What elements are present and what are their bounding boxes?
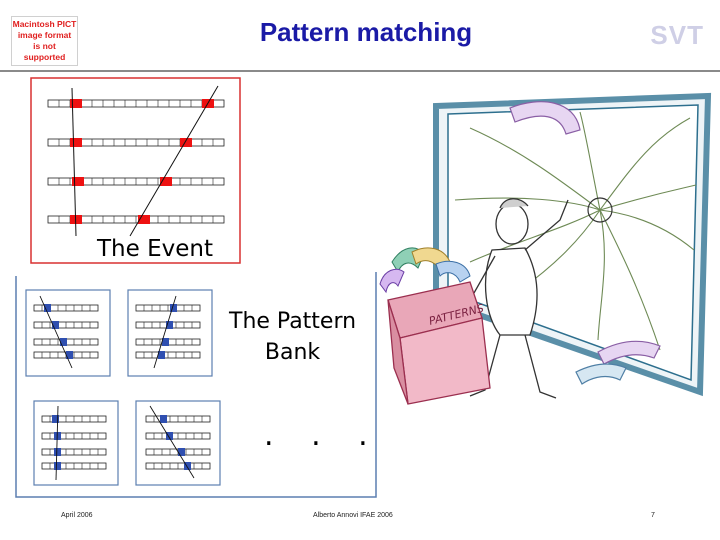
pattern-card-frame bbox=[135, 400, 221, 486]
curved-template-floor-2 bbox=[575, 363, 627, 385]
svt-logo: SVT bbox=[650, 20, 704, 50]
event-label: The Event bbox=[97, 236, 213, 262]
event-hit-3-1 bbox=[72, 177, 84, 186]
cartoon-figure bbox=[469, 198, 569, 399]
pattern-card-track bbox=[39, 295, 73, 369]
screen-vertex-circle bbox=[587, 197, 613, 223]
footer-page-number: 7 bbox=[651, 512, 655, 519]
event-track-2 bbox=[129, 85, 219, 237]
pattern-bank-ellipsis: . . . bbox=[264, 418, 382, 453]
event-hit-2-1 bbox=[70, 138, 82, 147]
footer-date: April 2006 bbox=[61, 512, 93, 519]
pattern-card-hit-2 bbox=[166, 321, 173, 329]
pattern-bank-label-line-2: Bank bbox=[264, 340, 321, 365]
pattern-card-3 bbox=[33, 400, 119, 486]
pattern-card-hit-1 bbox=[44, 304, 51, 312]
pattern-card-hit-3 bbox=[178, 448, 185, 456]
pattern-card-hit-1 bbox=[170, 304, 177, 312]
unsupported-image-placeholder: Macintosh PICT image format is not suppo… bbox=[11, 16, 78, 66]
pattern-card-hit-1 bbox=[160, 415, 167, 423]
pattern-card-track bbox=[153, 295, 177, 369]
placeholder-line-3: is not supported bbox=[23, 41, 66, 62]
event-track-1 bbox=[71, 87, 77, 237]
event-hit-1-1 bbox=[70, 99, 82, 108]
pattern-bank-frame bbox=[15, 272, 377, 498]
cartoon-illustration: PATTERNS bbox=[379, 92, 712, 405]
patterns-box: PATTERNS bbox=[379, 247, 491, 405]
pattern-card-frame bbox=[33, 400, 119, 486]
curved-template-top bbox=[509, 101, 581, 135]
pattern-bank-label-line-1: The Pattern bbox=[229, 309, 357, 334]
pattern-card-track bbox=[149, 405, 195, 479]
pattern-card-hit-3 bbox=[162, 338, 169, 346]
pattern-card-2 bbox=[127, 289, 213, 377]
pattern-card-frame bbox=[127, 289, 213, 377]
pattern-bank-patterns bbox=[25, 289, 221, 486]
pattern-card-hit-4 bbox=[158, 351, 165, 359]
pattern-bank-label: The Pattern Bank bbox=[229, 306, 356, 368]
pattern-card-frame bbox=[25, 289, 111, 377]
pattern-card-hit-1 bbox=[52, 415, 59, 423]
event-hit-2-2 bbox=[180, 138, 192, 147]
event-hit-3-2 bbox=[160, 177, 172, 186]
event-hit-4-2 bbox=[138, 215, 150, 224]
pattern-card-track bbox=[55, 405, 59, 481]
slide-title: Pattern matching bbox=[259, 17, 473, 47]
curved-template-floor-1 bbox=[597, 340, 661, 365]
footer-author: Alberto Annovi IFAE 2006 bbox=[313, 512, 393, 519]
pattern-card-hit-2 bbox=[166, 432, 173, 440]
event-detector-layers bbox=[47, 99, 225, 224]
pattern-card-1 bbox=[25, 289, 111, 377]
screen-track-lines bbox=[454, 111, 697, 351]
event-tracks bbox=[71, 85, 219, 237]
pattern-card-hit-4 bbox=[54, 462, 61, 470]
pattern-card-hit-3 bbox=[60, 338, 67, 346]
pattern-card-4 bbox=[135, 400, 221, 486]
pattern-card-hit-3 bbox=[54, 448, 61, 456]
pattern-card-hit-2 bbox=[52, 321, 59, 329]
header-divider bbox=[0, 70, 720, 72]
pattern-card-hit-4 bbox=[66, 351, 73, 359]
placeholder-line-2: image format bbox=[17, 30, 72, 40]
pattern-card-hit-4 bbox=[184, 462, 191, 470]
placeholder-line-1: Macintosh PICT bbox=[12, 19, 77, 29]
